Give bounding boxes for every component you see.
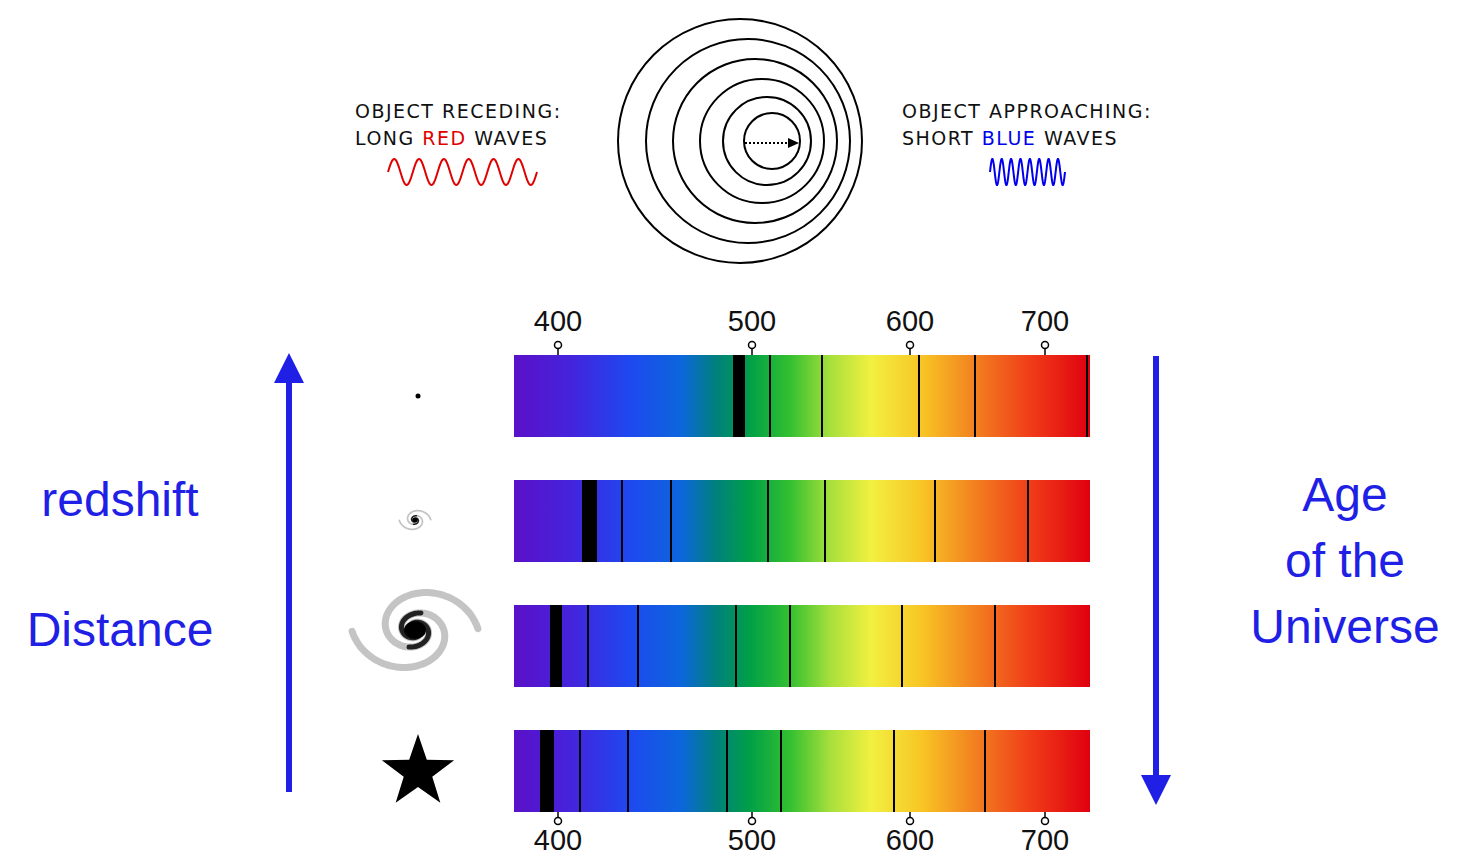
wave-circle xyxy=(673,59,837,223)
tick-pin xyxy=(555,818,562,825)
galaxy-core xyxy=(404,621,426,639)
tick-label: 700 xyxy=(1021,307,1069,336)
tick-pin xyxy=(749,818,756,825)
spiral-arm xyxy=(399,516,422,530)
spectrum-bar xyxy=(514,730,1090,812)
age-arrow xyxy=(1153,356,1159,790)
tick-label: 500 xyxy=(728,826,776,855)
motion-arrow xyxy=(745,142,790,144)
redshift-arrow xyxy=(286,368,292,792)
absorption-line xyxy=(587,605,589,687)
caption-text: SHORT BLUE WAVES xyxy=(902,127,1118,149)
absorption-line xyxy=(579,730,581,812)
absorption-line xyxy=(769,355,771,437)
absorption-line xyxy=(621,480,623,562)
caption-word: WAVES xyxy=(1044,127,1118,149)
tick-label: 500 xyxy=(728,307,776,336)
caption-word: WAVES xyxy=(474,127,548,149)
absorption-band xyxy=(582,480,597,562)
motion-arrowhead xyxy=(788,138,799,148)
text-line: Age xyxy=(1250,462,1439,528)
small-spiral-galaxy xyxy=(399,511,430,530)
axis-label: redshift xyxy=(41,467,198,533)
wave-circle xyxy=(723,97,811,185)
tick-label: 600 xyxy=(886,307,934,336)
absorption-line xyxy=(627,730,629,812)
absorption-line xyxy=(670,480,672,562)
tick-pin xyxy=(749,342,756,349)
absorption-line xyxy=(735,605,737,687)
caption-text: OBJECT RECEDING: xyxy=(355,100,562,122)
axis-label: Distance xyxy=(27,597,214,663)
spiral-arm xyxy=(352,613,445,668)
tick-pin xyxy=(555,342,562,349)
absorption-line xyxy=(918,355,920,437)
absorption-line xyxy=(1086,355,1088,437)
caption-word: LONG xyxy=(355,127,422,149)
caption-text: LONG RED WAVES xyxy=(355,127,548,149)
red-wave xyxy=(388,159,537,185)
absorption-line xyxy=(1027,480,1029,562)
wave-circle xyxy=(618,19,862,263)
tick-pin xyxy=(1042,342,1049,349)
absorption-line xyxy=(789,605,791,687)
wave-circle xyxy=(646,39,850,243)
absorption-band xyxy=(550,605,562,687)
tick-label: 600 xyxy=(886,826,934,855)
absorption-band xyxy=(540,730,554,812)
tick-pin xyxy=(907,818,914,825)
absorption-line xyxy=(824,480,826,562)
absorption-line xyxy=(637,605,639,687)
absorption-line xyxy=(994,605,996,687)
tick-pin xyxy=(907,342,914,349)
absorption-line xyxy=(934,480,936,562)
tick-label: 400 xyxy=(534,307,582,336)
spiral-galaxy xyxy=(352,593,478,668)
absorption-line xyxy=(893,730,895,812)
tick-label: 400 xyxy=(534,826,582,855)
star-symbol xyxy=(382,734,454,803)
text-line: of the xyxy=(1250,528,1439,594)
caption-text: OBJECT APPROACHING: xyxy=(902,100,1152,122)
blue-wave xyxy=(990,159,1065,185)
tick-label: 700 xyxy=(1021,826,1069,855)
wave-circle xyxy=(700,79,824,203)
spiral-arm xyxy=(385,593,478,648)
galaxy-core xyxy=(412,518,418,523)
absorption-line xyxy=(780,730,782,812)
absorption-line xyxy=(901,605,903,687)
wave-circle xyxy=(744,113,800,169)
distant-galaxy-dot xyxy=(416,394,421,399)
axis-label: Age of the Universe xyxy=(1250,462,1439,660)
absorption-line xyxy=(821,355,823,437)
absorption-line xyxy=(767,480,769,562)
absorption-line xyxy=(984,730,986,812)
spectrum-bar xyxy=(514,480,1090,562)
caption-word: SHORT xyxy=(902,127,982,149)
spiral-arm xyxy=(408,511,431,525)
tick-pin xyxy=(1042,818,1049,825)
caption-word: RED xyxy=(422,127,474,149)
absorption-line xyxy=(726,730,728,812)
caption-word: BLUE xyxy=(982,127,1044,149)
spectrum-bar xyxy=(514,355,1090,437)
spectrum-bar xyxy=(514,605,1090,687)
absorption-band xyxy=(733,355,745,437)
absorption-line xyxy=(974,355,976,437)
text-line: Universe xyxy=(1250,594,1439,660)
